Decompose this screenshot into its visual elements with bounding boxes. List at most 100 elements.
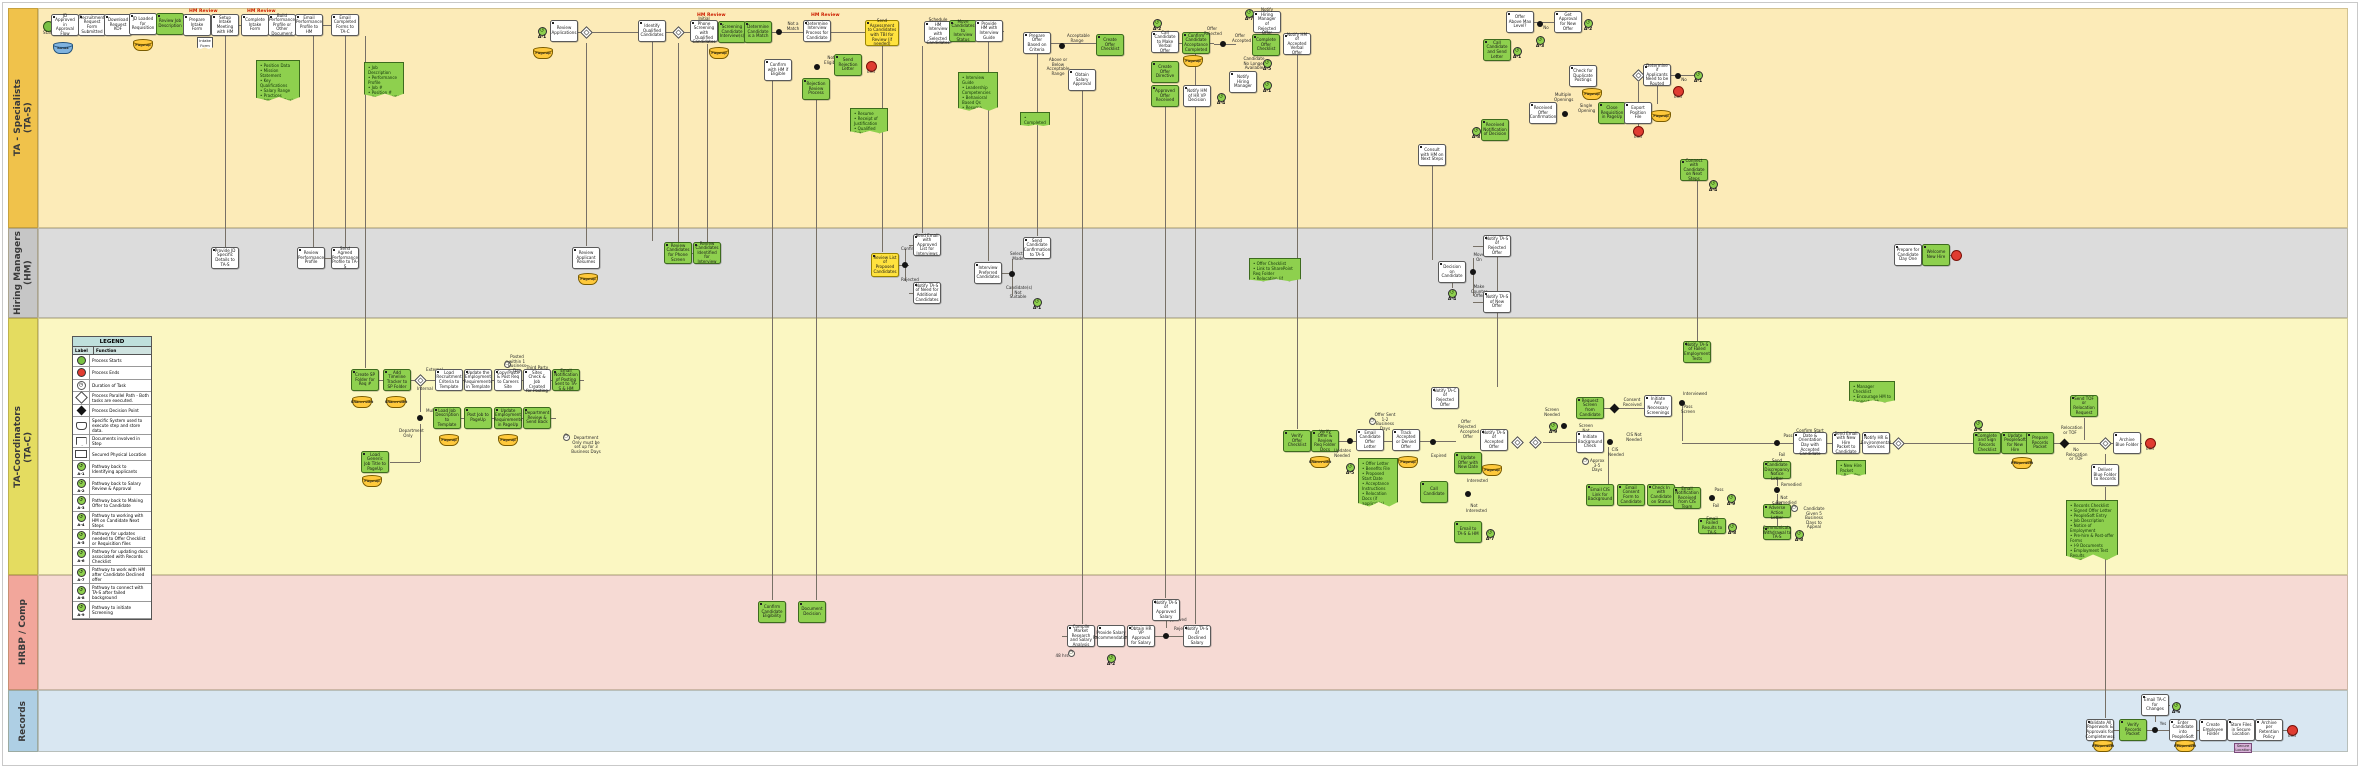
legend-row-text: Pathway back to Making Offer to Candidat… [92,497,143,508]
task-node: Welcome New Hire [1922,244,1950,266]
edge-label: Not a Match [786,21,800,31]
legend-symbol-label: A-7 [77,576,85,582]
flow-line [909,293,913,294]
lane-label-2: TA-Coordinators (TA-C) [8,318,38,575]
annotation-note: • Records Checklist• Signed Offer Letter… [2066,500,2118,561]
pathway-glyph: ↺ [1695,72,1701,78]
edge-label: Offer Sent 1-2 Business Days [1374,412,1396,431]
flow-line [1297,55,1298,429]
pathway-glyph: ↺ [1449,290,1455,296]
decision-point-icon [1537,21,1543,27]
task-type-icon [1421,482,1425,486]
task-node: Review Performance Profile [297,247,325,269]
task-node: Obtain Salary Approval [1068,69,1096,91]
task-type-icon [362,452,366,456]
task-type-icon [2142,695,2146,699]
task-type-icon [1284,431,1288,435]
task-node: Notify HM of HR VP Decision [1183,85,1211,107]
edge-label: Consent Received [1623,397,1642,407]
task-type-icon [1764,462,1768,466]
task-node: Interview Preferred Candidates [974,262,1002,284]
pathway-glyph: ↺ [1108,655,1114,661]
task-node: Initiate Background Check [1576,431,1604,453]
note-line: • Mission Statement [260,68,282,78]
flow-line [1473,302,1485,303]
task-type-icon [352,370,356,374]
pathway-connector-a-3: ↺A-3 [1535,35,1545,49]
database-cylinder: PeopleSoft [2011,456,2033,469]
task-type-icon [1681,160,1685,164]
pathway-connector-a-3: ↺ [76,495,86,505]
task-type-icon [434,408,438,412]
task-node: Notify Hiring Manager [1229,71,1257,93]
legend-symbol-label: A-6 [77,558,85,564]
task-node: Consult with HM on Next Steps [1418,144,1446,166]
edge-label: Department Only must be set up for 3 Bus… [571,435,601,454]
task-node: Complete Intake Form [241,14,269,36]
edge-label: Acceptable Range [1067,33,1090,43]
pathway-label: A-8 [1794,538,1804,543]
task-node: Prepare Records Packet [2026,432,2054,454]
clock-icon: ◷ [76,380,86,390]
pathway-connector-a-7: ↺ [76,567,86,577]
task-node: Build Performance Profile or Other Docum… [268,12,296,36]
note-line: • Job Description [368,65,391,75]
annotation-note: • Manager Checklist• Encourage HM to Con… [1849,381,1895,403]
task-node: Notify HR & Environmental Services [1861,432,1891,454]
task-type-icon [465,408,469,412]
legend-row: Secured Physical Location [73,448,151,461]
decision-point-icon [1465,491,1471,497]
edge-label: Offer Rejected [1204,26,1222,36]
task-type-icon [551,21,555,25]
note-line: • Offer Letter [1362,461,1389,466]
task-type-icon [976,21,980,25]
task-type-icon [1284,34,1288,38]
note-line: • Employment Test Results [2070,548,2109,558]
legend-symbol-cell [73,435,90,448]
end-event-icon [2144,437,2156,449]
note-line: • Behavioral Based Qs [962,95,987,105]
task-type-icon [914,235,918,239]
legend-row: Process Starts [73,355,151,368]
legend-symbol-label: A-1 [77,470,85,476]
task-node: Email Completed Forms to TA-C [331,14,359,36]
edge-label: Above or Below Acceptable Range [1046,57,1070,76]
task-node: Email Candidate Offer Letter [1356,429,1384,451]
task-node: Notify TA-S of Need for Additional Candi… [913,282,941,304]
end-event-icon [865,60,877,72]
task-type-icon [1455,522,1459,526]
task-node: Archive per Retention Policy [2255,719,2283,741]
pathway-label: A-2 [1583,27,1593,32]
task-node: Update Offer with New Date [1454,452,1482,474]
flow-line [707,44,708,242]
annotation-note: • New Hire Packet• Benefits Guide [1836,460,1866,476]
edge-label: Expired [1431,453,1447,458]
database-cylinder-icon [75,421,87,430]
task-node: Email to TA-S & HM [1454,521,1482,543]
task-type-icon [1863,433,1867,437]
task-node: Send Candidate Discrepancy Notice Letter [1763,457,1791,481]
edge-label: CIS Not Needed [1626,432,1642,442]
lane-label-text: TA - Specialists (TA-S) [12,79,33,157]
task-node: Notify HM of Accepted Verbal Offer [1283,32,1311,55]
task-type-icon [1024,238,1028,242]
task-type-icon [52,15,56,19]
database-cylinder: PageUp [709,46,729,59]
task-node: Verify Records Packet [2119,719,2147,741]
legend-row-text: Pathway back to Identifying applicants [92,463,138,474]
task-type-icon [1895,245,1899,249]
edge-label: Make Counter Offer [1470,284,1488,298]
pathway-connector-a-1: ↺A-1 [1262,80,1272,94]
task-node: Decision on Candidate [1438,261,1466,283]
note-line: • Salary Range [260,88,291,93]
pathway-label: A-4 [1447,297,1457,302]
flow-line [1534,22,1558,23]
task-type-icon [1577,432,1581,436]
task-type-icon [694,243,698,247]
task-type-icon [1184,626,1188,630]
note-line: • Position Data [260,63,291,68]
note-line: • Job Description [2070,518,2104,523]
task-node: Notify TA-S of Declined Salary [1183,625,1211,647]
flow-line [1432,166,1433,260]
